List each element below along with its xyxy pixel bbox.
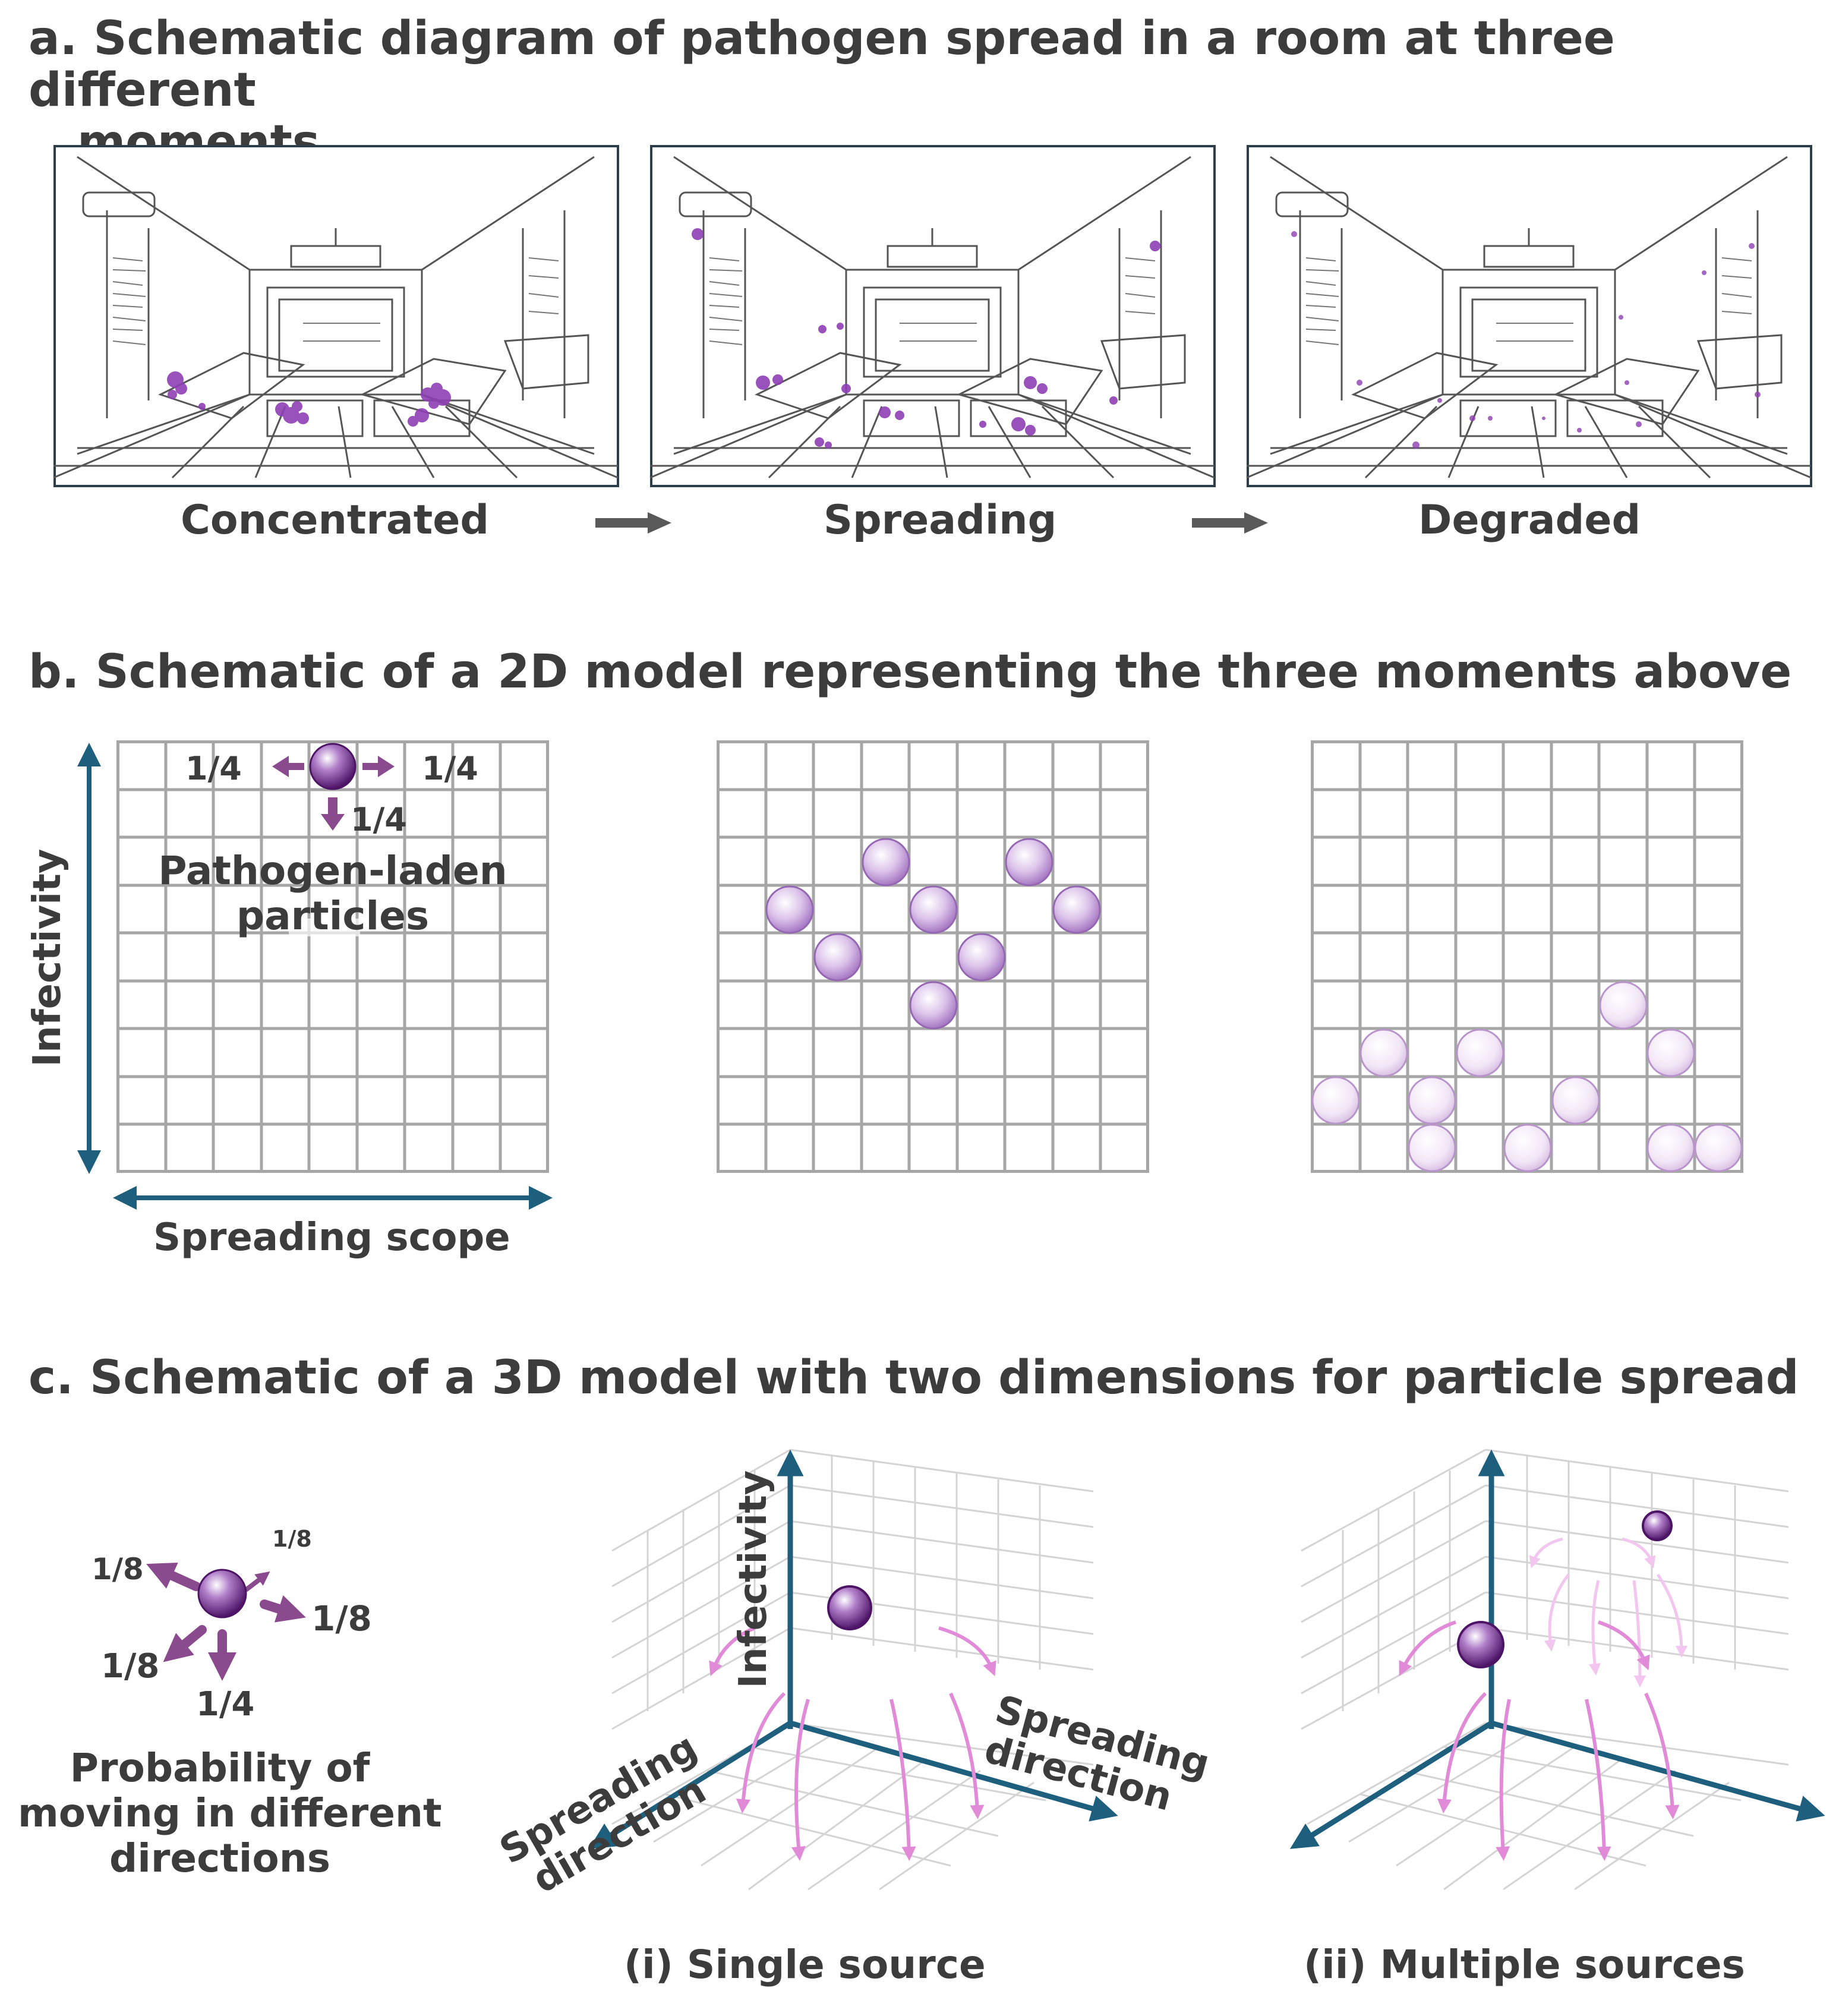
- prob-upper-right: 1/8: [272, 1526, 312, 1552]
- model-3d-multiple-sources: [1289, 1449, 1825, 1891]
- prob-down: 1/4: [196, 1685, 255, 1724]
- probability-caption-line2: moving in different: [18, 1790, 442, 1836]
- sphere-icon: [1457, 1621, 1504, 1668]
- sphere-icon: [197, 1569, 247, 1619]
- spread-arrows: [1399, 1620, 1680, 1861]
- particles-degraded: [1311, 981, 1743, 1172]
- y-axis-arrow: [77, 743, 101, 1174]
- prob-right: 1/4: [422, 750, 478, 787]
- pathogen-sparse: [1291, 231, 1761, 449]
- background-grid: [611, 1449, 1094, 1891]
- sphere-icon: [1642, 1510, 1673, 1541]
- x-axis-arrow: [113, 1186, 553, 1210]
- caption-multiple-sources: (ii) Multiple sources: [1304, 1942, 1745, 1987]
- y-axis-label: Infectivity: [26, 848, 70, 1067]
- right-arrow-icon: [1192, 512, 1268, 534]
- particle-label: Pathogen-laden particles: [116, 848, 549, 939]
- section-a-title: a. Schematic diagram of pathogen spread …: [29, 12, 1839, 169]
- section-b-title: b. Schematic of a 2D model representing …: [29, 645, 1792, 699]
- pathogen-cluster: [167, 371, 451, 427]
- direction-arrows: [272, 756, 395, 831]
- probability-caption: Probability of moving in different direc…: [18, 1745, 442, 1881]
- prob-down: 1/4: [351, 801, 407, 838]
- sphere-icon: [827, 1585, 872, 1630]
- prob-lower-left: 1/8: [101, 1647, 160, 1686]
- section-a-title-line1: a. Schematic diagram of pathogen spread …: [29, 12, 1615, 118]
- label-concentrated: Concentrated: [181, 497, 490, 544]
- room-panel-spreading: [649, 145, 1216, 487]
- pathogen-particle: [309, 743, 357, 790]
- grid-2d-spreading: [717, 740, 1149, 1173]
- particles-spreading: [765, 838, 1101, 1030]
- prob-left: 1/4: [185, 750, 242, 787]
- particle-label-line1: Pathogen-laden: [158, 848, 507, 894]
- room-panel-concentrated: [52, 145, 619, 487]
- probability-caption-line1: Probability of: [70, 1745, 370, 1791]
- label-spreading: Spreading: [824, 497, 1057, 544]
- caption-single-source: (i) Single source: [624, 1942, 986, 1987]
- room-panel-degraded: [1245, 145, 1812, 487]
- right-arrow-icon: [595, 512, 671, 534]
- pathogen-scattered: [692, 228, 1160, 449]
- prob-upper-left: 1/8: [92, 1552, 144, 1586]
- model-3d-single-source: [588, 1449, 1118, 1891]
- probability-caption-line3: directions: [109, 1835, 331, 1881]
- particle-label-line2: particles: [236, 892, 430, 939]
- grid-2d-degraded: [1311, 740, 1743, 1173]
- x-axis-label: Spreading scope: [153, 1216, 510, 1260]
- prob-right: 1/8: [311, 1598, 372, 1639]
- axis-vertical-label: Infectivity: [731, 1470, 775, 1689]
- probability-star: [146, 1563, 306, 1681]
- section-c-title: c. Schematic of a 3D model with two dime…: [29, 1351, 1799, 1405]
- grid-2d-concentrated: [116, 740, 549, 1173]
- spread-arrows: [709, 1626, 996, 1861]
- faint-spread-arrows: [1529, 1537, 1687, 1687]
- label-degraded: Degraded: [1418, 497, 1641, 544]
- background-grid: [1301, 1449, 1789, 1891]
